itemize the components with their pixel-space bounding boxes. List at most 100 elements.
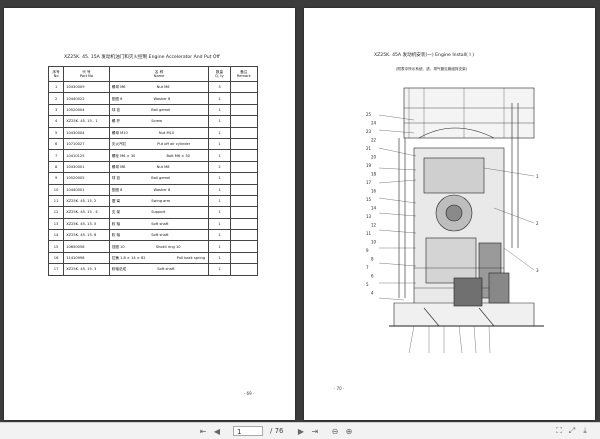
fit-icon[interactable]: ⛶ — [556, 426, 562, 435]
next-page-icon[interactable]: ▶ — [297, 426, 305, 436]
row-qty: 1 — [208, 149, 231, 162]
row-name: 螺 杆 Screw — [108, 115, 210, 128]
page-number-input[interactable]: 1 — [233, 426, 263, 436]
row-part-no: XZ25K. 45. 15 - 4 — [63, 206, 110, 219]
row-no: 16 — [47, 251, 65, 265]
page-total-label: / 76 — [270, 427, 284, 435]
row-remark — [229, 92, 259, 105]
last-page-icon[interactable]: ⇥ — [311, 426, 319, 436]
callout-label: 8 — [371, 257, 374, 262]
callout-label: 6 — [371, 274, 374, 279]
row-name-en: Ball gemel — [151, 176, 171, 181]
zoom-out-icon[interactable]: ⊖ — [331, 426, 339, 436]
row-name: 灭火汽缸 Put off air cylinder — [108, 137, 210, 151]
callout-label: 22 — [371, 138, 377, 143]
download-icon[interactable]: ⤓ — [583, 426, 587, 435]
row-name: 球 铰 Ball gemel — [108, 103, 210, 117]
row-part-no: XZ25K. 45. 15. 5 — [63, 217, 110, 231]
first-page-icon[interactable]: ⇤ — [199, 426, 207, 436]
row-qty: 1 — [208, 172, 231, 185]
row-name-en: Swing arm — [151, 199, 171, 204]
document-page-left: XZ25K. 45. 15A 发动机油门和灭火控制 Engine Acceler… — [4, 8, 295, 420]
callout-label: 11 — [366, 231, 372, 236]
row-part-no: XZ25K. 45. 15. 6 — [63, 229, 110, 242]
row-name-en: Nut M8 — [156, 164, 170, 169]
row-remark — [229, 137, 259, 151]
zoom-in-icon[interactable]: ⊕ — [345, 426, 353, 436]
prev-page-icon[interactable]: ◀ — [213, 426, 221, 436]
row-name-cn: 螺母 M6 — [111, 85, 126, 90]
fullscreen-icon[interactable]: ⤢ — [568, 426, 576, 435]
row-name: 软轴总成 Soft shaft — [108, 263, 210, 276]
row-qty: 1 — [208, 206, 231, 219]
row-remark — [229, 263, 259, 276]
row-name-cn: 软 轴 — [111, 233, 121, 238]
row-remark — [229, 194, 259, 208]
row-name-en: Bolt M6 × 30 — [166, 153, 190, 158]
row-qty: 1 — [208, 251, 231, 265]
row-no: 7 — [47, 149, 65, 162]
row-part-no: 10440022 — [63, 92, 110, 105]
callout-label: 16 — [371, 189, 377, 194]
document-page-right: XZ25K. 45A 发动机安装(一) Engine Install( I ) … — [304, 8, 595, 420]
row-no: 10 — [47, 183, 65, 196]
row-qty: 1 — [208, 263, 231, 276]
row-name-en: Nut M10 — [158, 130, 175, 135]
row-name-cn: 灭火汽缸 — [111, 142, 127, 147]
diagram-caption: (附表中所示系统、滤、排气管见箭组排支架) — [396, 67, 468, 71]
callout-label: 20 — [371, 155, 377, 160]
row-no: 12 — [47, 206, 65, 219]
callout-label: 21 — [366, 146, 372, 151]
row-part-no: 10650056 — [63, 240, 110, 253]
row-remark — [229, 229, 259, 242]
row-name-cn: 球 铰 — [111, 107, 121, 112]
callout-label: 18 — [371, 172, 377, 177]
row-name-cn: 螺栓 M6 × 30 — [111, 153, 136, 158]
callout-label: 17 — [366, 180, 372, 185]
row-part-no: 10430001 — [63, 160, 110, 174]
callout-label: 1 — [536, 174, 539, 179]
row-name-cn: 螺母 M8 — [111, 164, 126, 169]
callout-label: 5 — [366, 282, 369, 287]
callout-label: 13 — [366, 214, 372, 219]
row-qty: 1 — [208, 92, 231, 105]
row-name-cn: 球 铰 — [111, 176, 121, 181]
row-name-cn: 垫圈 6 — [111, 96, 123, 101]
row-name-en: Put off air cylinder — [157, 142, 191, 147]
row-name: 挡圈 10 Shokli ring 10 — [108, 240, 210, 253]
row-part-no: XZ25K. 45. 15 - 1 — [63, 115, 110, 128]
row-name: 螺母 M8 Nut M8 — [108, 160, 210, 174]
row-name-en: Support — [151, 210, 166, 215]
row-no: 4 — [47, 115, 65, 128]
row-part-no: XZ25K. 45. 15. 3 — [63, 263, 110, 276]
row-remark — [229, 149, 259, 162]
callout-label: 4 — [371, 291, 374, 296]
row-qty: 1 — [208, 183, 231, 196]
row-no: 8 — [47, 160, 65, 174]
callout-label: 15 — [366, 197, 372, 202]
row-part-no: 11410998 — [63, 251, 110, 265]
row-name-en: Screw — [151, 119, 163, 124]
row-name: 拉簧 1.8 × 14 × 82 Pull back spring — [108, 251, 210, 265]
row-name-en: Soft shaft — [157, 267, 175, 272]
row-name: 摆 臂 Swing arm — [108, 194, 210, 208]
row-remark — [229, 172, 259, 185]
row-name-en: Washer 8 — [153, 187, 171, 192]
callout-label: 14 — [371, 206, 377, 211]
viewer-toolbar: ⇤ ◀ 1 / 76 ▶ ⇥ ⊖ ⊕ ⛶ ⤢ ⤓ — [0, 422, 600, 439]
row-qty: 1 — [208, 115, 231, 128]
row-part-no: XZ25K. 45. 15. 2 — [63, 194, 110, 208]
row-no: 9 — [47, 172, 65, 185]
row-qty: 3 — [208, 80, 231, 94]
callout-label: 2 — [536, 221, 539, 226]
